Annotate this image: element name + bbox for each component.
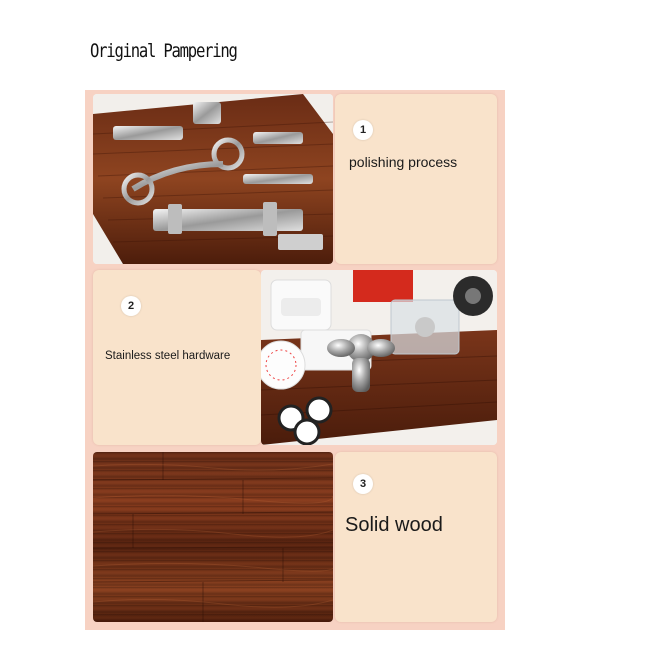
feature-board: 1 polishing process 2 Stainless steel ha… <box>85 90 505 630</box>
solid-wood-photo <box>93 452 333 622</box>
feature-panel-2: 2 Stainless steel hardware <box>93 270 261 445</box>
polishing-photo <box>93 94 333 264</box>
busy-board-hardware-image <box>261 270 497 445</box>
step-number-3: 3 <box>353 474 373 494</box>
feature-label-2: Stainless steel hardware <box>105 350 231 362</box>
page-title: Original Pampering <box>90 40 238 62</box>
wood-texture-image <box>93 452 333 622</box>
feature-panel-1: 1 polishing process <box>335 94 497 264</box>
busy-board-latches-image <box>93 94 333 264</box>
feature-panel-3: 3 Solid wood <box>335 452 497 622</box>
step-number-1: 1 <box>353 120 373 140</box>
hardware-photo <box>261 270 497 445</box>
step-number-2: 2 <box>121 296 141 316</box>
feature-label-1: polishing process <box>349 154 458 170</box>
feature-label-3: Solid wood <box>345 514 443 536</box>
